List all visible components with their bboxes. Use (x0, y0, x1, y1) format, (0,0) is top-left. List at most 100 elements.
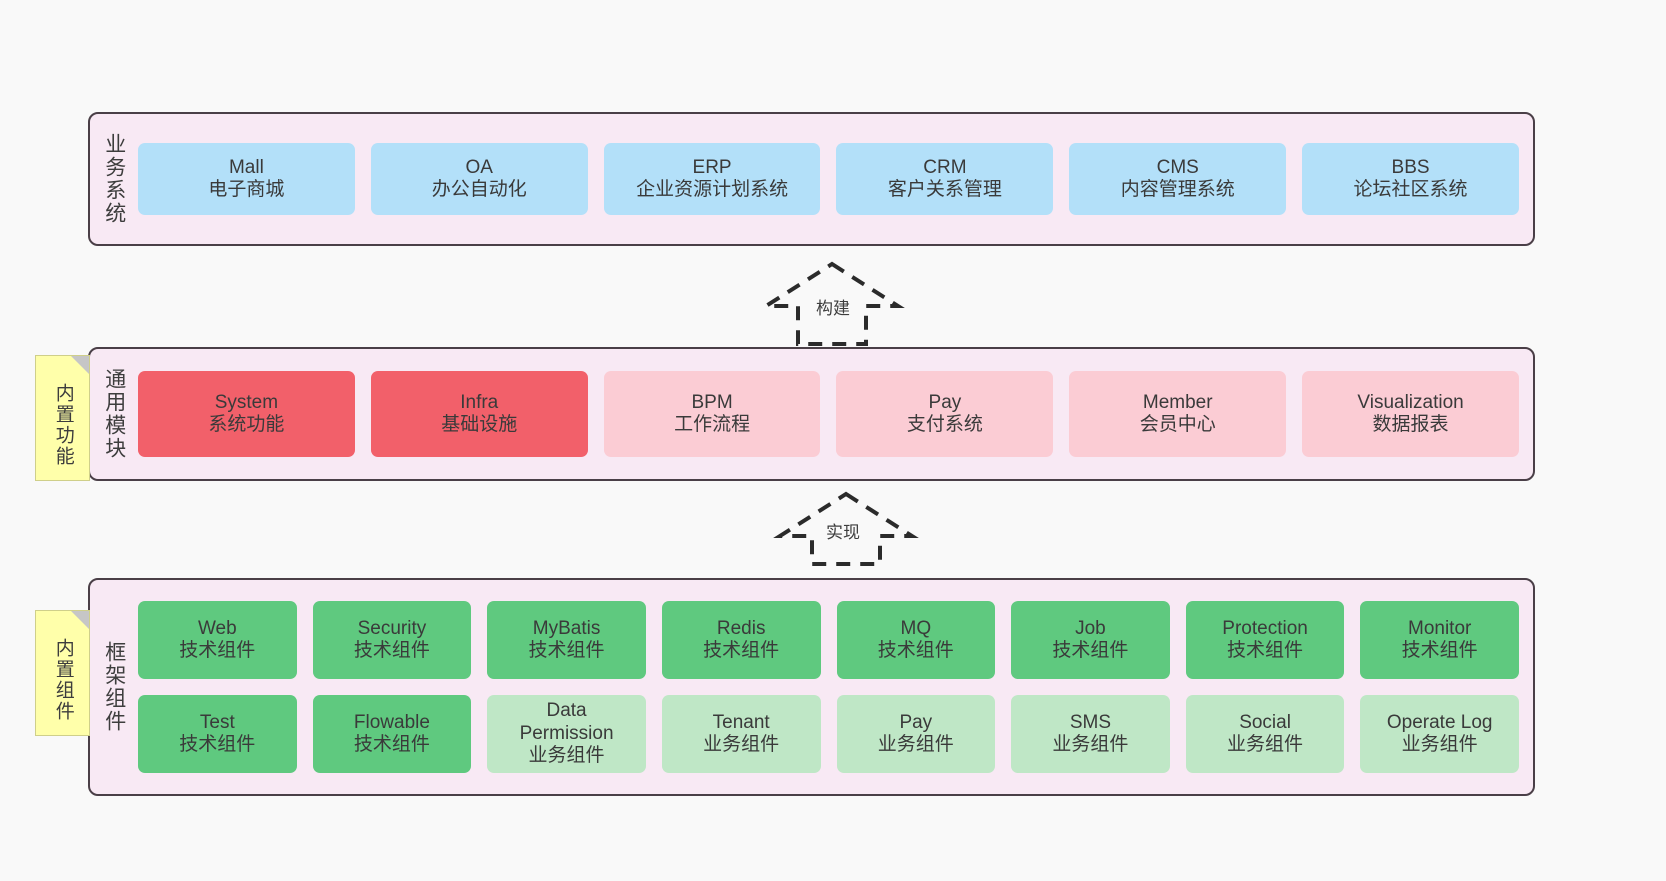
node-visualization[interactable]: Visualization 数据报表 (1302, 371, 1519, 457)
node-sms[interactable]: SMS 业务组件 (1011, 695, 1170, 773)
note-text: 内置组件 (52, 638, 74, 722)
node-bpm[interactable]: BPM 工作流程 (603, 371, 821, 457)
note-text: 内置功能 (52, 383, 74, 467)
layer-row: Web 技术组件 Security 技术组件 MyBatis 技术组件 Redi… (138, 601, 1519, 679)
node-name: OA (465, 156, 493, 178)
node-mall[interactable]: Mall 电子商城 (138, 143, 355, 215)
node-desc: 工作流程 (674, 414, 751, 435)
layer-title-common-modules: 通用模块 (102, 368, 126, 460)
layer-body-business-system: Mall 电子商城 OA 办公自动化 ERP 企业资源计划系统 CRM 客户关系… (138, 114, 1533, 244)
node-mq[interactable]: MQ 技术组件 (836, 601, 996, 679)
node-cms[interactable]: CMS 内容管理系统 (1069, 143, 1287, 215)
layer-row: Test 技术组件 Flowable 技术组件 Data Permission … (138, 695, 1519, 773)
layer-title-business-system: 业务系统 (102, 133, 126, 225)
layer-body-common-modules: System 系统功能 Infra 基础设施 BPM 工作流程 Pay 支付系统… (138, 349, 1533, 479)
node-tenant[interactable]: Tenant 业务组件 (661, 695, 821, 773)
node-erp[interactable]: ERP 企业资源计划系统 (603, 143, 821, 215)
note-builtin-component: 内置组件 (35, 610, 90, 736)
node-operate-log[interactable]: Operate Log 业务组件 (1360, 695, 1519, 773)
node-name: BPM (691, 391, 733, 413)
node-desc: 论坛社区系统 (1353, 179, 1468, 200)
node-name: Redis (716, 617, 766, 639)
node-desc: 基础设施 (441, 414, 518, 435)
node-desc: 技术组件 (1401, 640, 1478, 661)
node-oa[interactable]: OA 办公自动化 (370, 143, 588, 215)
node-name: Visualization (1357, 391, 1464, 413)
node-monitor[interactable]: Monitor 技术组件 (1360, 601, 1519, 679)
node-name: Data Permission (519, 700, 614, 744)
node-name: Monitor (1408, 617, 1472, 639)
node-name: Protection (1222, 617, 1308, 639)
node-name: CMS (1156, 156, 1199, 178)
node-name: Member (1142, 391, 1213, 413)
node-name: SMS (1069, 711, 1112, 733)
generalization-arrow-icon (759, 261, 905, 346)
node-test[interactable]: Test 技术组件 (138, 695, 297, 773)
node-desc: 技术组件 (353, 734, 430, 755)
node-name: Infra (460, 391, 499, 413)
node-crm[interactable]: CRM 客户关系管理 (836, 143, 1054, 215)
node-name: Web (197, 617, 237, 639)
node-desc: 系统功能 (208, 414, 285, 435)
node-social[interactable]: Social 业务组件 (1185, 695, 1345, 773)
node-desc: 业务组件 (1052, 734, 1129, 755)
node-desc: 技术组件 (877, 640, 954, 661)
node-name: Social (1239, 711, 1291, 733)
node-name: Job (1075, 617, 1106, 639)
layer-business-system: 业务系统 Mall 电子商城 OA 办公自动化 ERP 企业资源计划系统 CRM… (88, 112, 1535, 246)
node-name: Flowable (353, 711, 430, 733)
node-bbs[interactable]: BBS 论坛社区系统 (1302, 143, 1519, 215)
node-desc: 技术组件 (1052, 640, 1129, 661)
node-name: Operate Log (1386, 711, 1493, 733)
node-name: Test (199, 711, 235, 733)
node-pay-business[interactable]: Pay 业务组件 (836, 695, 996, 773)
node-name: MQ (900, 617, 932, 639)
node-security[interactable]: Security 技术组件 (312, 601, 472, 679)
layer-row: System 系统功能 Infra 基础设施 BPM 工作流程 Pay 支付系统… (138, 371, 1519, 457)
node-desc: 办公自动化 (431, 179, 527, 200)
layer-framework-components: 框架组件 Web 技术组件 Security 技术组件 MyBatis 技术组件… (88, 578, 1535, 796)
generalization-arrow-icon (773, 491, 919, 566)
node-desc: 企业资源计划系统 (636, 179, 789, 200)
node-name: System (214, 391, 279, 413)
node-name: Pay (928, 391, 962, 413)
node-desc: 内容管理系统 (1120, 179, 1235, 200)
node-desc: 技术组件 (179, 734, 256, 755)
node-data-permission[interactable]: Data Permission 业务组件 (487, 695, 646, 773)
node-pay[interactable]: Pay 支付系统 (836, 371, 1054, 457)
node-infra[interactable]: Infra 基础设施 (370, 371, 588, 457)
layer-row: Mall 电子商城 OA 办公自动化 ERP 企业资源计划系统 CRM 客户关系… (138, 143, 1519, 215)
node-system[interactable]: System 系统功能 (138, 371, 355, 457)
node-flowable[interactable]: Flowable 技术组件 (312, 695, 472, 773)
node-desc: 业务组件 (1227, 734, 1304, 755)
node-name: ERP (692, 156, 732, 178)
node-web[interactable]: Web 技术组件 (138, 601, 297, 679)
node-desc: 业务组件 (877, 734, 954, 755)
node-name: Security (357, 617, 427, 639)
node-member[interactable]: Member 会员中心 (1069, 371, 1287, 457)
node-protection[interactable]: Protection 技术组件 (1185, 601, 1345, 679)
node-mybatis[interactable]: MyBatis 技术组件 (487, 601, 646, 679)
note-builtin-function: 内置功能 (35, 355, 90, 481)
node-redis[interactable]: Redis 技术组件 (661, 601, 821, 679)
node-name: Mall (228, 156, 264, 178)
node-desc: 业务组件 (1401, 734, 1478, 755)
node-desc: 技术组件 (353, 640, 430, 661)
node-job[interactable]: Job 技术组件 (1011, 601, 1170, 679)
node-desc: 会员中心 (1139, 414, 1216, 435)
node-name: CRM (923, 156, 967, 178)
arrow-label-build: 构建 (814, 294, 852, 319)
node-name: Pay (899, 711, 933, 733)
arrow-label-implement: 实现 (824, 518, 862, 543)
node-desc: 技术组件 (179, 640, 256, 661)
layer-body-framework-components: Web 技术组件 Security 技术组件 MyBatis 技术组件 Redi… (138, 580, 1533, 794)
node-name: Tenant (712, 711, 770, 733)
layer-title-framework-components: 框架组件 (102, 641, 126, 733)
arrow-build: 构建 (752, 258, 912, 348)
node-desc: 技术组件 (1227, 640, 1304, 661)
node-name: BBS (1391, 156, 1430, 178)
arrow-implement: 实现 (766, 488, 926, 568)
node-desc: 业务组件 (528, 745, 605, 767)
node-desc: 电子商城 (208, 179, 285, 200)
